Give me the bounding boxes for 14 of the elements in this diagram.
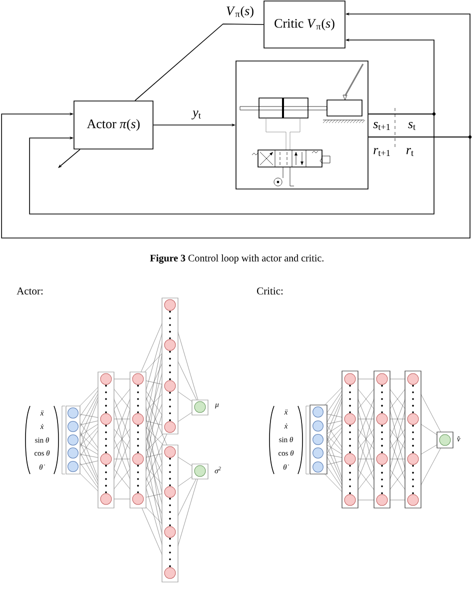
edge-label: y$_{t}$: [192, 110, 201, 120]
actor-box: Actor π(s): [74, 100, 154, 150]
edge-label: V$_{π}$(s): [226, 6, 254, 18]
arrow: [1, 112, 470, 238]
heading: Actor:: [16, 287, 43, 295]
heading: Critic:: [257, 287, 283, 295]
arrow: [58, 149, 80, 168]
math-label: s$_{t}$: [408, 122, 416, 130]
math-label: r$_{t+1}$: [374, 148, 390, 156]
math-label: r$_{t}$: [406, 148, 414, 156]
math-label: s$_{t+1}$: [373, 122, 390, 130]
caption: Figure 3 Control loop with actor and critic.: [150, 254, 324, 264]
arrow: [29, 114, 434, 214]
critic-box: Critic V$_{π}$(s): [264, 0, 346, 48]
